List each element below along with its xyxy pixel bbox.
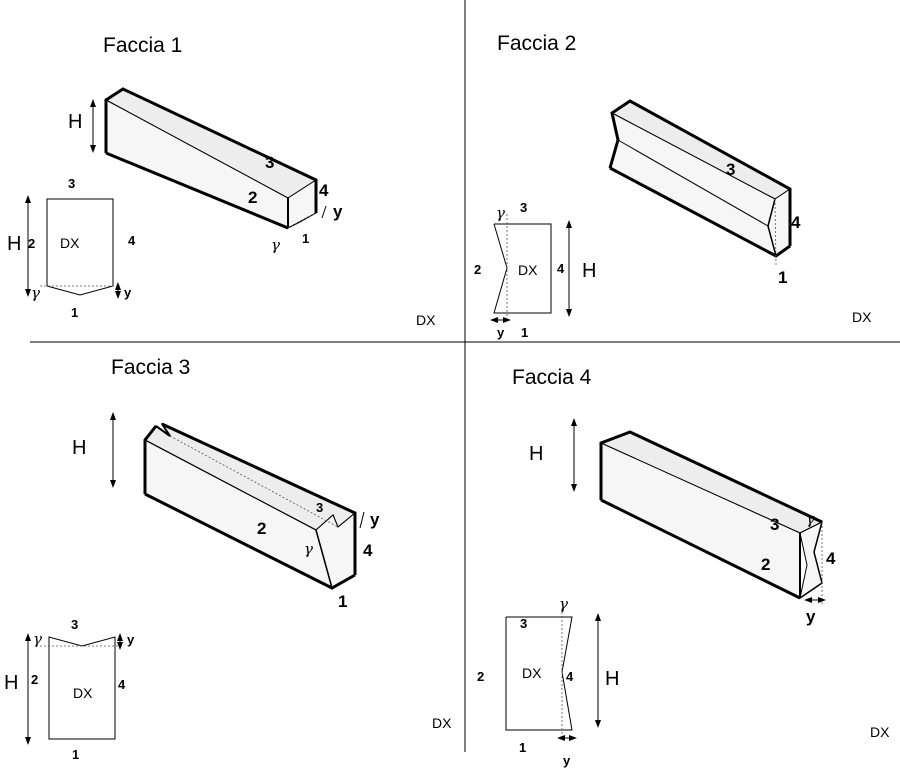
section-dx-label: DX <box>60 235 80 251</box>
height-label: H <box>68 111 82 133</box>
panel-1-title: Faccia 1 <box>103 34 182 57</box>
section-left-label: 2 <box>31 672 38 687</box>
section-left-label: 2 <box>474 262 481 277</box>
corner-dx-label: DX <box>432 715 452 731</box>
section-right-label: 4 <box>566 669 574 684</box>
section-right-label: 4 <box>118 677 126 692</box>
face-2-label: 2 <box>761 555 770 574</box>
section-y-label: y <box>497 325 505 340</box>
corner-dx-label: DX <box>852 309 872 325</box>
section-left-label: 2 <box>477 669 484 684</box>
face-1-label: 1 <box>338 592 347 611</box>
gamma-label-3d: γ <box>806 510 815 528</box>
section-2d <box>490 214 572 323</box>
face-2-label: 2 <box>257 519 266 538</box>
panel-faccia-3: Faccia 3 H 3 y 2 γ 4 1 γ 3 <box>4 356 452 762</box>
panel-2-title: Faccia 2 <box>497 32 576 55</box>
section-gamma-label: γ <box>31 284 40 302</box>
section-bottom-label: 1 <box>521 325 528 340</box>
face-1-label: 1 <box>778 268 787 287</box>
gamma-label-3d: γ <box>271 236 280 254</box>
height-label: H <box>72 437 86 459</box>
panel-3-title: Faccia 3 <box>111 356 190 379</box>
y-label-3d: y <box>333 202 343 221</box>
section-2d <box>25 633 123 745</box>
section-height-label: H <box>7 233 21 255</box>
section-top-label: 3 <box>520 616 527 631</box>
section-y-label: y <box>124 285 132 300</box>
section-height-label: H <box>582 260 596 282</box>
section-left-label: 2 <box>28 236 35 251</box>
section-dx-label: DX <box>518 262 538 278</box>
face-4-label: 4 <box>791 213 801 232</box>
section-right-label: 4 <box>128 233 136 248</box>
section-gamma-label: γ <box>33 630 42 648</box>
section-height-label: H <box>4 672 18 694</box>
face-3-label: 3 <box>770 515 779 534</box>
section-top-label: 3 <box>68 176 75 191</box>
panel-faccia-4: Faccia 4 H 3 γ 2 4 y γ 3 2 DX 4 H <box>477 366 890 768</box>
section-bottom-label: 1 <box>71 305 78 320</box>
face-3-label: 3 <box>726 160 735 179</box>
panel-faccia-1: Faccia 1 H 3 2 4 1 y γ 3 H <box>7 34 436 328</box>
beam-3d <box>608 99 792 266</box>
face-4-label: 4 <box>826 549 836 568</box>
section-gamma-label: γ <box>496 204 505 222</box>
corner-dx-label: DX <box>870 724 890 740</box>
section-right-label: 4 <box>557 261 565 276</box>
beam-3d <box>143 422 365 590</box>
beam-3d <box>599 430 826 606</box>
face-4-label: 4 <box>319 181 329 200</box>
section-dx-label: DX <box>522 665 542 681</box>
panel-4-title: Faccia 4 <box>512 366 592 389</box>
section-top-label: 3 <box>71 617 78 632</box>
beam-3d <box>104 87 327 230</box>
section-gamma-label: γ <box>559 595 568 613</box>
panel-faccia-2: Faccia 2 3 4 1 γ 3 2 DX 4 H y 1 DX <box>474 32 872 340</box>
section-y-label: y <box>127 632 135 647</box>
section-2d <box>505 608 601 741</box>
section-top-label: 3 <box>520 200 527 215</box>
face-3-label: 3 <box>316 500 323 515</box>
gamma-label-3d: γ <box>304 540 313 558</box>
height-label: H <box>529 443 543 465</box>
y-label-3d: y <box>806 607 816 626</box>
section-height-label: H <box>605 668 619 690</box>
section-bottom-label: 1 <box>519 740 526 755</box>
section-bottom-label: 1 <box>72 747 79 762</box>
face-2-label: 2 <box>248 188 257 207</box>
section-y-label: y <box>563 753 571 768</box>
face-3-label: 3 <box>265 153 274 172</box>
section-dx-label: DX <box>73 685 93 701</box>
face-4-label: 4 <box>363 541 373 560</box>
y-label-3d: y <box>370 510 380 529</box>
corner-dx-label: DX <box>416 312 436 328</box>
face-1-label: 1 <box>302 231 309 246</box>
section-2d <box>25 195 121 299</box>
